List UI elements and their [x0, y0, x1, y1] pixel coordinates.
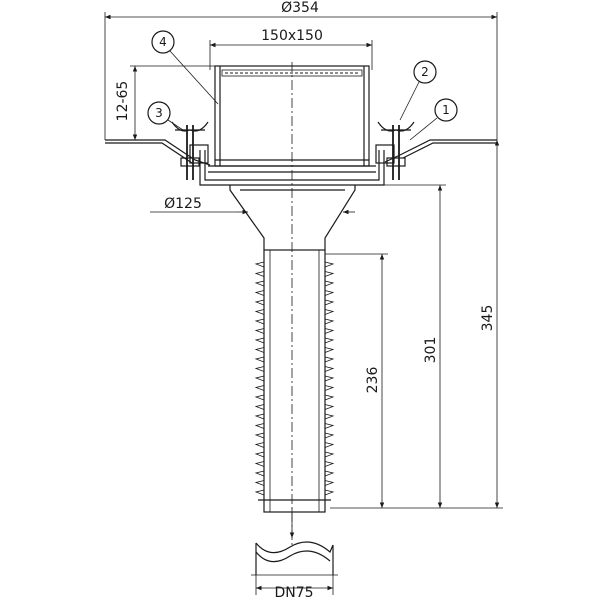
rib-right: [324, 347, 335, 353]
pipe-ribs: [254, 261, 335, 496]
rib-right: [324, 451, 335, 458]
outlet-section: DN75: [251, 541, 338, 600]
rib-right: [324, 261, 335, 268]
rib-right: [324, 442, 335, 448]
rib-right: [324, 404, 335, 410]
rib-left: [254, 328, 265, 334]
rib-left: [254, 261, 265, 268]
rib-right: [324, 394, 335, 401]
grate-size-label: 150x150: [261, 28, 323, 44]
rib-left: [254, 271, 265, 277]
rib-left: [254, 280, 265, 287]
rib-left: [254, 461, 265, 467]
balloon-1: 1: [409, 98, 458, 141]
rib-right: [324, 489, 335, 496]
dimension-body-diameter: Ø125: [150, 196, 355, 215]
rib-left: [254, 470, 265, 477]
grate-body: [208, 65, 376, 173]
outlet-label: DN75: [274, 585, 313, 600]
balloon-2: 2: [399, 60, 437, 121]
rib-left: [254, 451, 265, 458]
rib-left: [254, 413, 265, 420]
rib-right: [324, 366, 335, 372]
rib-right: [324, 413, 335, 420]
rib-right: [324, 318, 335, 325]
rib-left: [254, 480, 265, 486]
overall-diameter-label: Ø354: [281, 0, 319, 16]
rib-right: [324, 356, 335, 363]
dimension-height-range: 12-65: [115, 65, 215, 140]
height-range-label: 12-65: [115, 81, 131, 122]
rib-left: [254, 394, 265, 401]
rib-left: [254, 442, 265, 448]
svg-text:1: 1: [442, 103, 450, 117]
rib-left: [254, 356, 265, 363]
dimension-height-301: 301: [355, 184, 446, 509]
body-diameter-label: Ø125: [164, 196, 202, 212]
rib-left: [254, 347, 265, 353]
funnel: [229, 185, 356, 250]
rib-left: [254, 337, 265, 344]
rib-left: [254, 404, 265, 410]
height-301-label: 301: [423, 337, 439, 364]
rib-right: [324, 480, 335, 486]
rib-left: [254, 290, 265, 296]
rib-left: [254, 309, 265, 315]
rib-left: [254, 318, 265, 325]
svg-text:4: 4: [159, 35, 167, 49]
rib-right: [324, 328, 335, 334]
balloon-4: 4: [151, 30, 219, 105]
drain-pipe: [258, 249, 331, 513]
svg-text:2: 2: [421, 65, 429, 79]
rib-left: [254, 432, 265, 439]
dimension-height-345: 345: [446, 140, 503, 509]
height-345-label: 345: [480, 305, 496, 332]
rib-right: [324, 299, 335, 306]
rib-right: [324, 280, 335, 287]
rib-left: [254, 366, 265, 372]
rib-left: [254, 385, 265, 391]
rib-left: [254, 423, 265, 429]
dimension-pipe-length: 236: [325, 253, 388, 509]
balloon-3: 3: [147, 101, 184, 131]
rib-left: [254, 489, 265, 496]
dimension-overall-diameter: Ø354: [104, 0, 498, 140]
bolt-left: [171, 121, 209, 180]
bolt-right: [377, 121, 415, 180]
flange-housing: [189, 144, 395, 186]
rib-right: [324, 432, 335, 439]
rib-right: [324, 290, 335, 296]
rib-right: [324, 470, 335, 477]
rib-right: [324, 375, 335, 382]
rib-left: [254, 299, 265, 306]
svg-text:3: 3: [155, 106, 163, 120]
rib-right: [324, 337, 335, 344]
pipe-length-label: 236: [365, 367, 381, 394]
rib-right: [324, 385, 335, 391]
roof-flange: [105, 139, 497, 166]
rib-left: [254, 375, 265, 382]
rib-right: [324, 461, 335, 467]
rib-right: [324, 271, 335, 277]
rib-right: [324, 309, 335, 315]
rib-right: [324, 423, 335, 429]
dimension-grate: 150x150: [209, 28, 373, 70]
